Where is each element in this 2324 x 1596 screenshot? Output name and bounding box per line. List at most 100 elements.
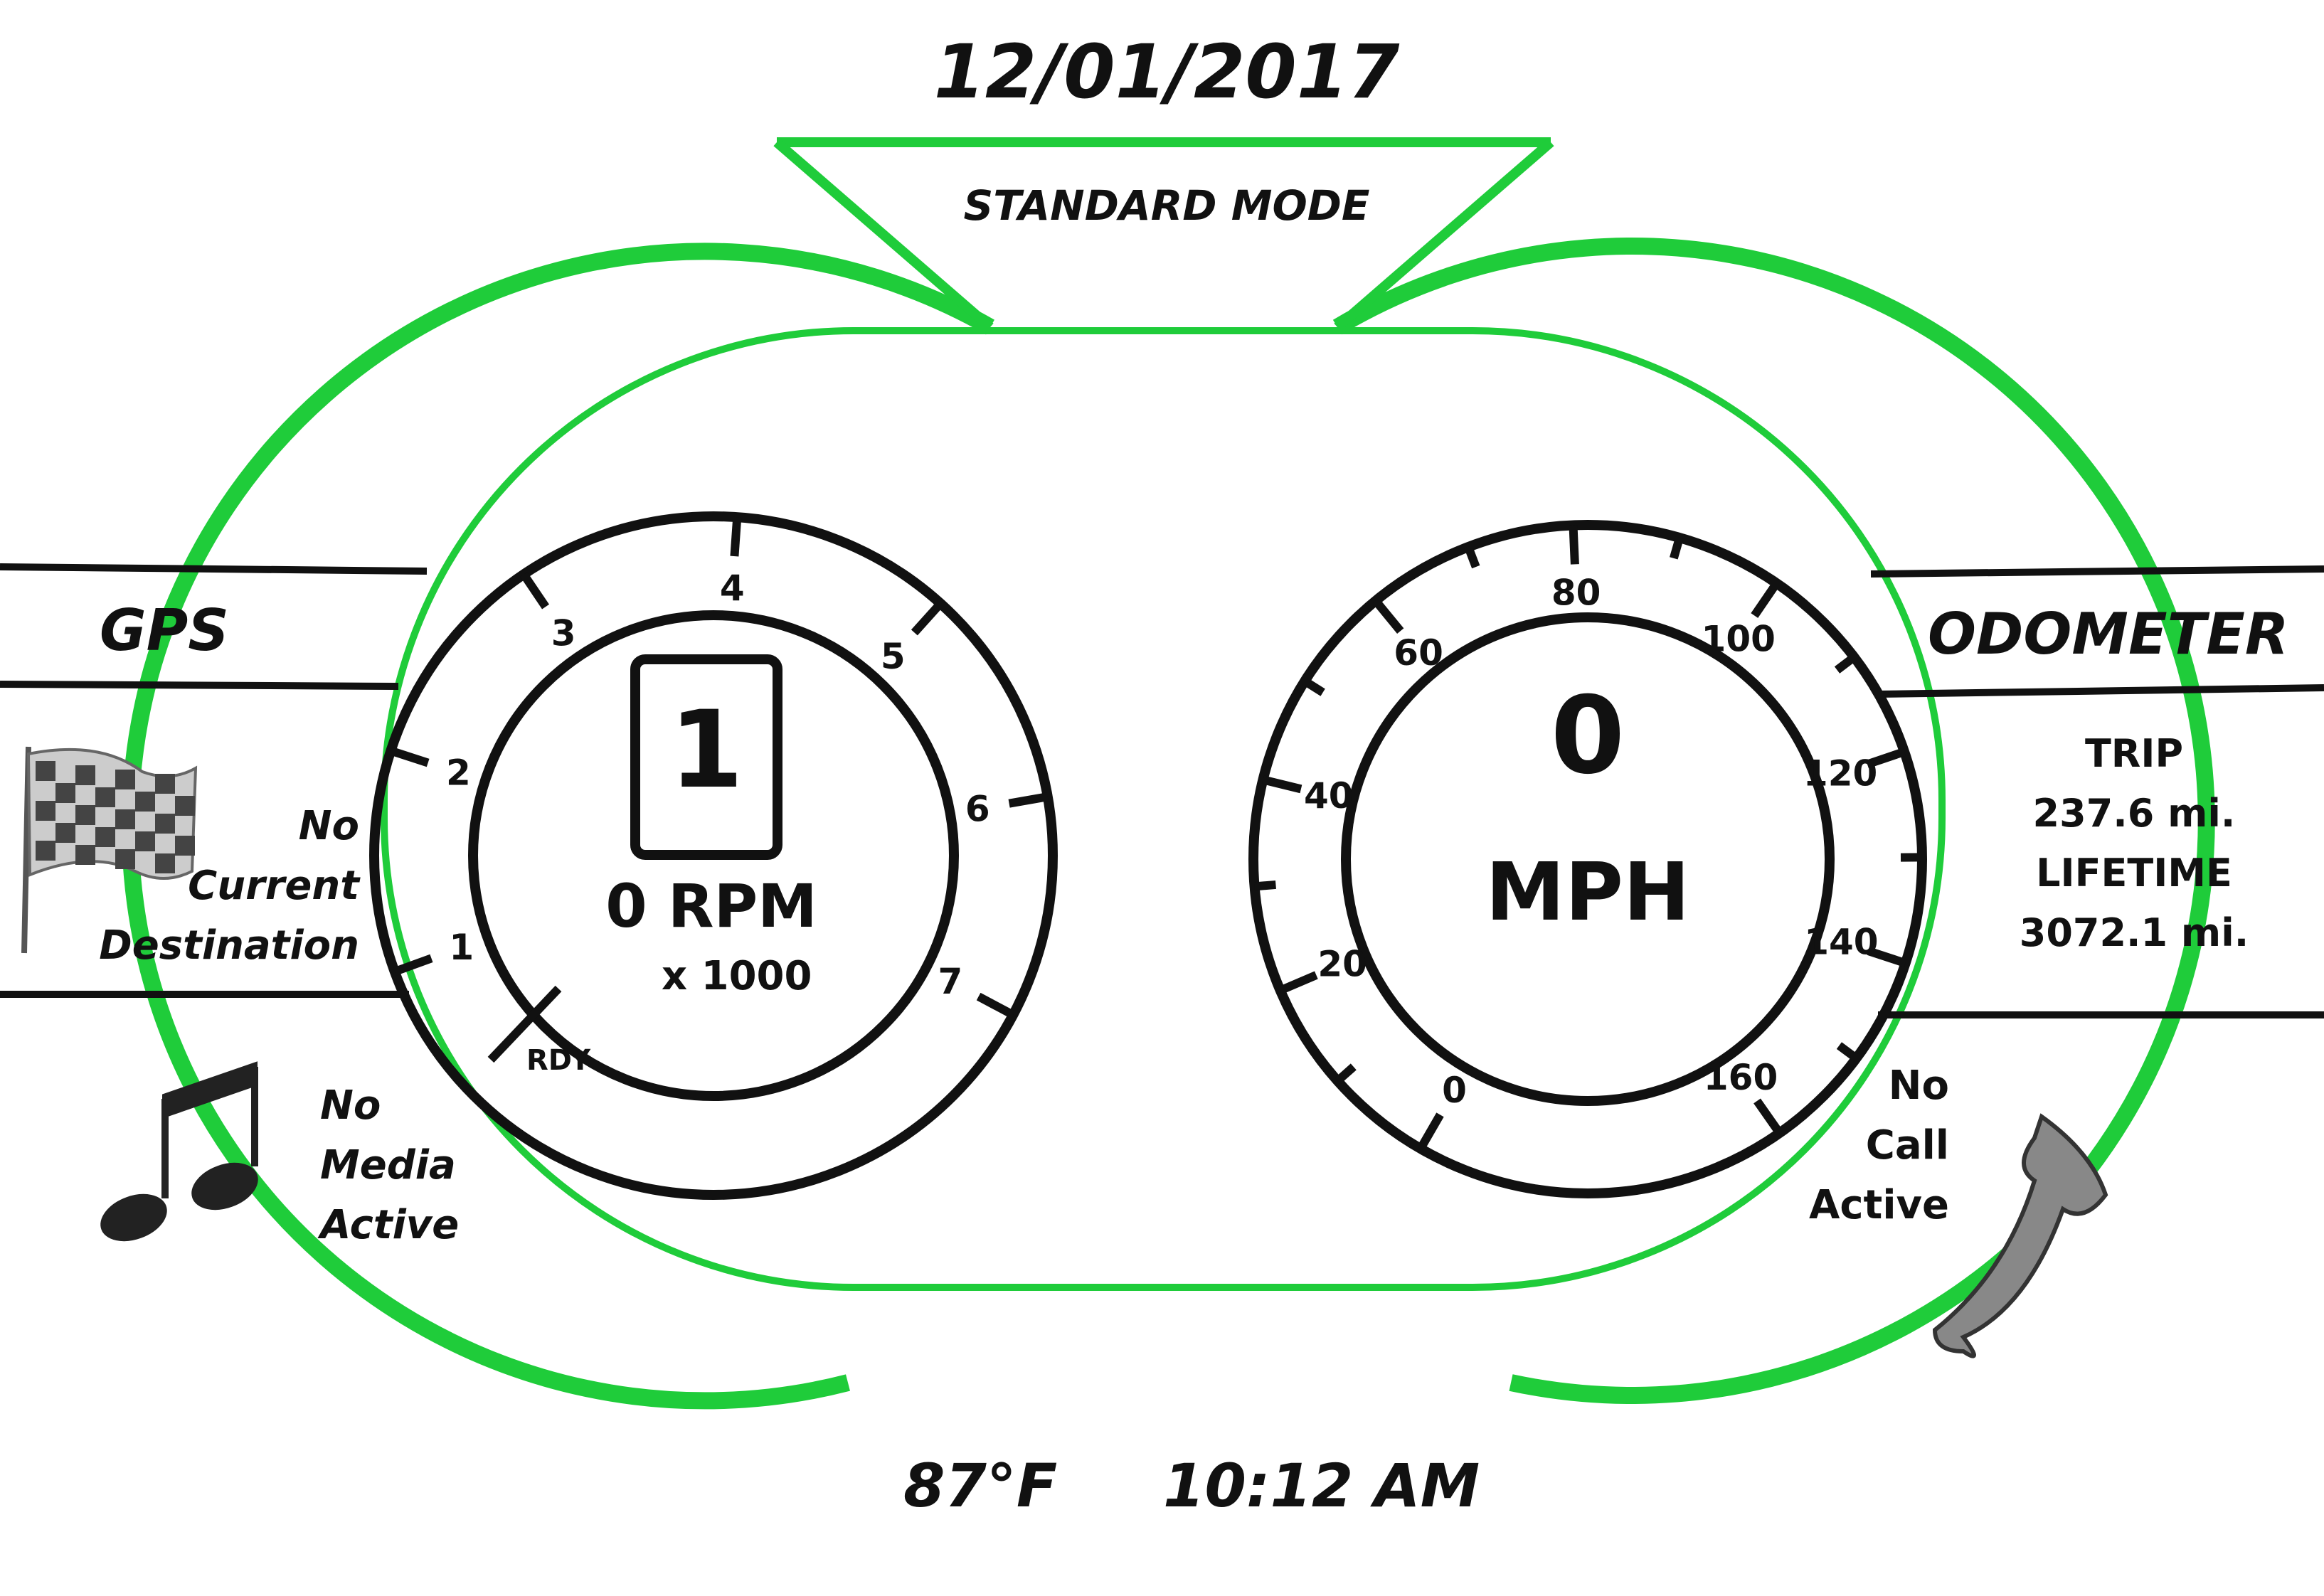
flag-check-square (36, 841, 55, 861)
speedometer-minor-tick (1836, 1042, 1859, 1062)
flag-check-square (155, 814, 175, 834)
phone-handset-icon (1932, 1113, 2108, 1358)
speedometer-major-tick (1278, 971, 1318, 995)
flag-check-square (55, 783, 75, 803)
media-status-line-1: No (320, 1082, 381, 1129)
ready-indicator: RDY (526, 1044, 591, 1077)
tachometer-tick (520, 572, 549, 610)
speedometer-tick-label: 100 (1702, 618, 1776, 659)
phone-status: No Call Active (1736, 1056, 1949, 1235)
flag-check-square (115, 809, 135, 829)
trip-value: 237.6 mi. (2032, 791, 2236, 836)
tachometer-tick (911, 600, 944, 636)
phone-status-line-3: Active (1809, 1182, 1949, 1228)
speedometer-minor-tick (1335, 1063, 1357, 1085)
odometer-title: ODOMETER (1928, 601, 2289, 667)
rpm-multiplier: x 1000 (662, 953, 812, 999)
flag-check-square (155, 853, 175, 873)
flag-check-square (95, 787, 115, 807)
phone-status-line-1: No (1888, 1063, 1949, 1109)
tachometer-tick (730, 516, 742, 557)
speedometer-tick-label: 20 (1317, 943, 1367, 984)
speedometer-tick-label: 40 (1304, 775, 1354, 816)
side-bands (0, 563, 2324, 1018)
flag-check-square (75, 765, 95, 785)
drive-mode-label: STANDARD MODE (963, 181, 1370, 230)
outside-temperature: 87°F (903, 1451, 1058, 1521)
flag-check-square (55, 823, 75, 843)
gps-status-line-1: No (298, 803, 359, 849)
speedometer-major-tick (1416, 1112, 1444, 1151)
speedometer-inner-ring (1341, 612, 1835, 1106)
gps-title: GPS (100, 597, 229, 664)
flag-check-square (155, 774, 175, 794)
speedometer-tick-label: 160 (1704, 1057, 1778, 1098)
tachometer-tick (389, 746, 430, 767)
speedometer-tick-label: 80 (1551, 572, 1601, 613)
speedometer-minor-tick (1254, 880, 1276, 891)
speedometer-major-tick (1867, 947, 1907, 967)
tachometer-tick-label: 3 (551, 612, 576, 654)
flag-check-square (135, 792, 155, 812)
speedometer-major-tick (1569, 525, 1579, 565)
lifetime-label: LIFETIME (2036, 851, 2232, 895)
flag-check-square (36, 761, 55, 781)
speedometer-major-tick (1751, 580, 1781, 618)
right-outer-arc (1332, 238, 2215, 1405)
speedometer-major-tick (1262, 775, 1302, 794)
gear-box (630, 654, 782, 860)
media-status-line-2: Media (320, 1142, 456, 1188)
flag-check-square (115, 770, 135, 789)
phone-status-line-2: Call (1865, 1122, 1949, 1169)
trip-label: TRIP (2084, 731, 2184, 776)
checkered-flag-icon (21, 746, 198, 954)
speed-unit: MPH (1485, 846, 1690, 939)
tachometer-tick (393, 954, 433, 976)
tachometer-tick-label: 6 (965, 789, 990, 830)
gps-status-line-3: Destination (99, 922, 359, 969)
flag-check-square (36, 801, 55, 821)
tachometer-tick (1008, 792, 1049, 808)
speedometer-tick-label: 140 (1804, 922, 1878, 963)
speedometer-tick-label: 0 (1442, 1070, 1467, 1111)
speedometer-tick-label: 60 (1394, 632, 1443, 674)
lifetime-value: 3072.1 mi. (2019, 910, 2249, 955)
mode-band (773, 137, 1554, 331)
speedometer-minor-tick (1302, 677, 1325, 696)
date-display: 12/01/2017 (933, 28, 1400, 115)
speedometer-major-tick (1372, 597, 1404, 634)
gps-status: No Current Destination (92, 797, 359, 976)
speed-readout: 0 (1550, 674, 1625, 798)
tachometer-tick (976, 992, 1015, 1019)
tachometer-tick-label: 1 (449, 927, 474, 968)
rpm-readout: 0 RPM (605, 871, 817, 941)
speedometer-major-tick (1753, 1098, 1783, 1136)
top-bridge-arc (990, 267, 1337, 327)
inner-stadium (381, 327, 1946, 1291)
flag-check-square (75, 845, 95, 865)
flag-check-square (75, 805, 95, 825)
flag-check-square (175, 836, 195, 856)
outer-frame (121, 238, 2215, 1410)
tachometer-outer-ring (369, 511, 1058, 1200)
tachometer-ready-divider (487, 985, 562, 1063)
speedometer-minor-tick (1464, 545, 1480, 569)
gear-indicator: 1 (669, 688, 744, 812)
clock-display: 10:12 AM (1163, 1451, 1480, 1521)
gps-status-line-2: Current (188, 863, 359, 909)
tachometer-tick-label: 7 (938, 961, 962, 1002)
speedometer-minor-tick (1834, 654, 1857, 674)
tachometer-tick-label: 4 (720, 568, 745, 609)
flag-check-square (135, 831, 155, 851)
flag-check-square (115, 849, 135, 869)
tachometer-inner-ring (468, 610, 959, 1101)
speedometer-major-tick (1866, 748, 1906, 769)
media-status-line-3: Active (320, 1202, 460, 1248)
left-outer-arc (121, 243, 994, 1410)
music-note-icon (100, 1061, 258, 1242)
tachometer-tick-label: 2 (446, 752, 471, 794)
